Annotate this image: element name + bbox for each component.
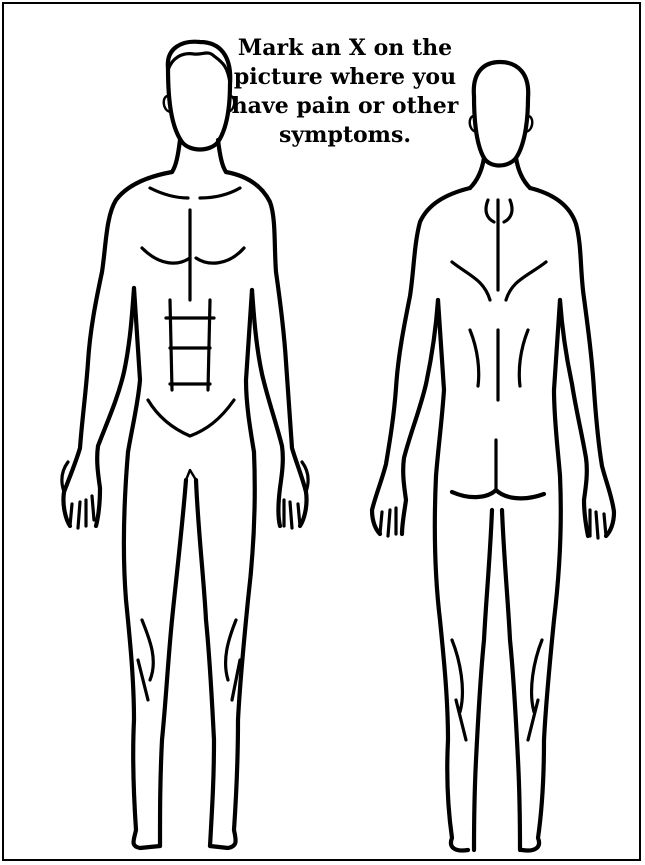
instruction-text: Mark an X on the picture where you have … <box>210 34 480 150</box>
front-chest-line <box>142 248 244 263</box>
back-left-leg-outer <box>435 476 468 851</box>
instruction-line-1: Mark an X on the <box>210 34 480 63</box>
back-torso-right <box>554 300 560 476</box>
back-head <box>474 62 528 166</box>
front-knee-left <box>138 620 153 700</box>
front-right-leg-outer <box>210 452 255 848</box>
back-left-leg-inner <box>474 510 492 850</box>
front-collarbones <box>150 188 240 198</box>
front-left-arm-outer <box>63 172 172 526</box>
front-left-arm-inner <box>96 288 134 526</box>
front-torso-left <box>128 288 140 452</box>
front-left-leg-inner <box>160 480 186 846</box>
back-right-arm-inner <box>560 300 588 536</box>
back-right-arm-outer <box>530 188 614 536</box>
instruction-line-4: symptoms. <box>210 121 480 150</box>
back-left-hand <box>380 508 396 536</box>
instruction-line-3: have pain or other <box>210 92 480 121</box>
back-left-arm-inner <box>402 300 438 534</box>
back-left-arm-outer <box>372 188 470 534</box>
front-knee-right <box>226 620 240 700</box>
front-body-figure[interactable] <box>62 42 308 848</box>
back-right-hand <box>590 510 606 538</box>
front-left-leg-outer <box>124 452 160 848</box>
back-neck-right <box>516 158 530 188</box>
front-pelvis <box>148 400 234 436</box>
front-abdomen <box>166 300 214 390</box>
front-right-arm-outer <box>226 172 307 526</box>
back-right-leg-inner <box>502 510 520 850</box>
back-right-leg-outer <box>522 476 561 851</box>
front-right-leg-inner <box>196 480 214 846</box>
back-neck-left <box>470 158 484 188</box>
front-groin <box>186 470 196 480</box>
back-calves <box>452 640 542 740</box>
instruction-line-2: picture where you <box>210 63 480 92</box>
front-neck-left <box>172 140 180 172</box>
back-buttocks <box>452 490 544 498</box>
back-body-figure[interactable] <box>372 62 614 851</box>
